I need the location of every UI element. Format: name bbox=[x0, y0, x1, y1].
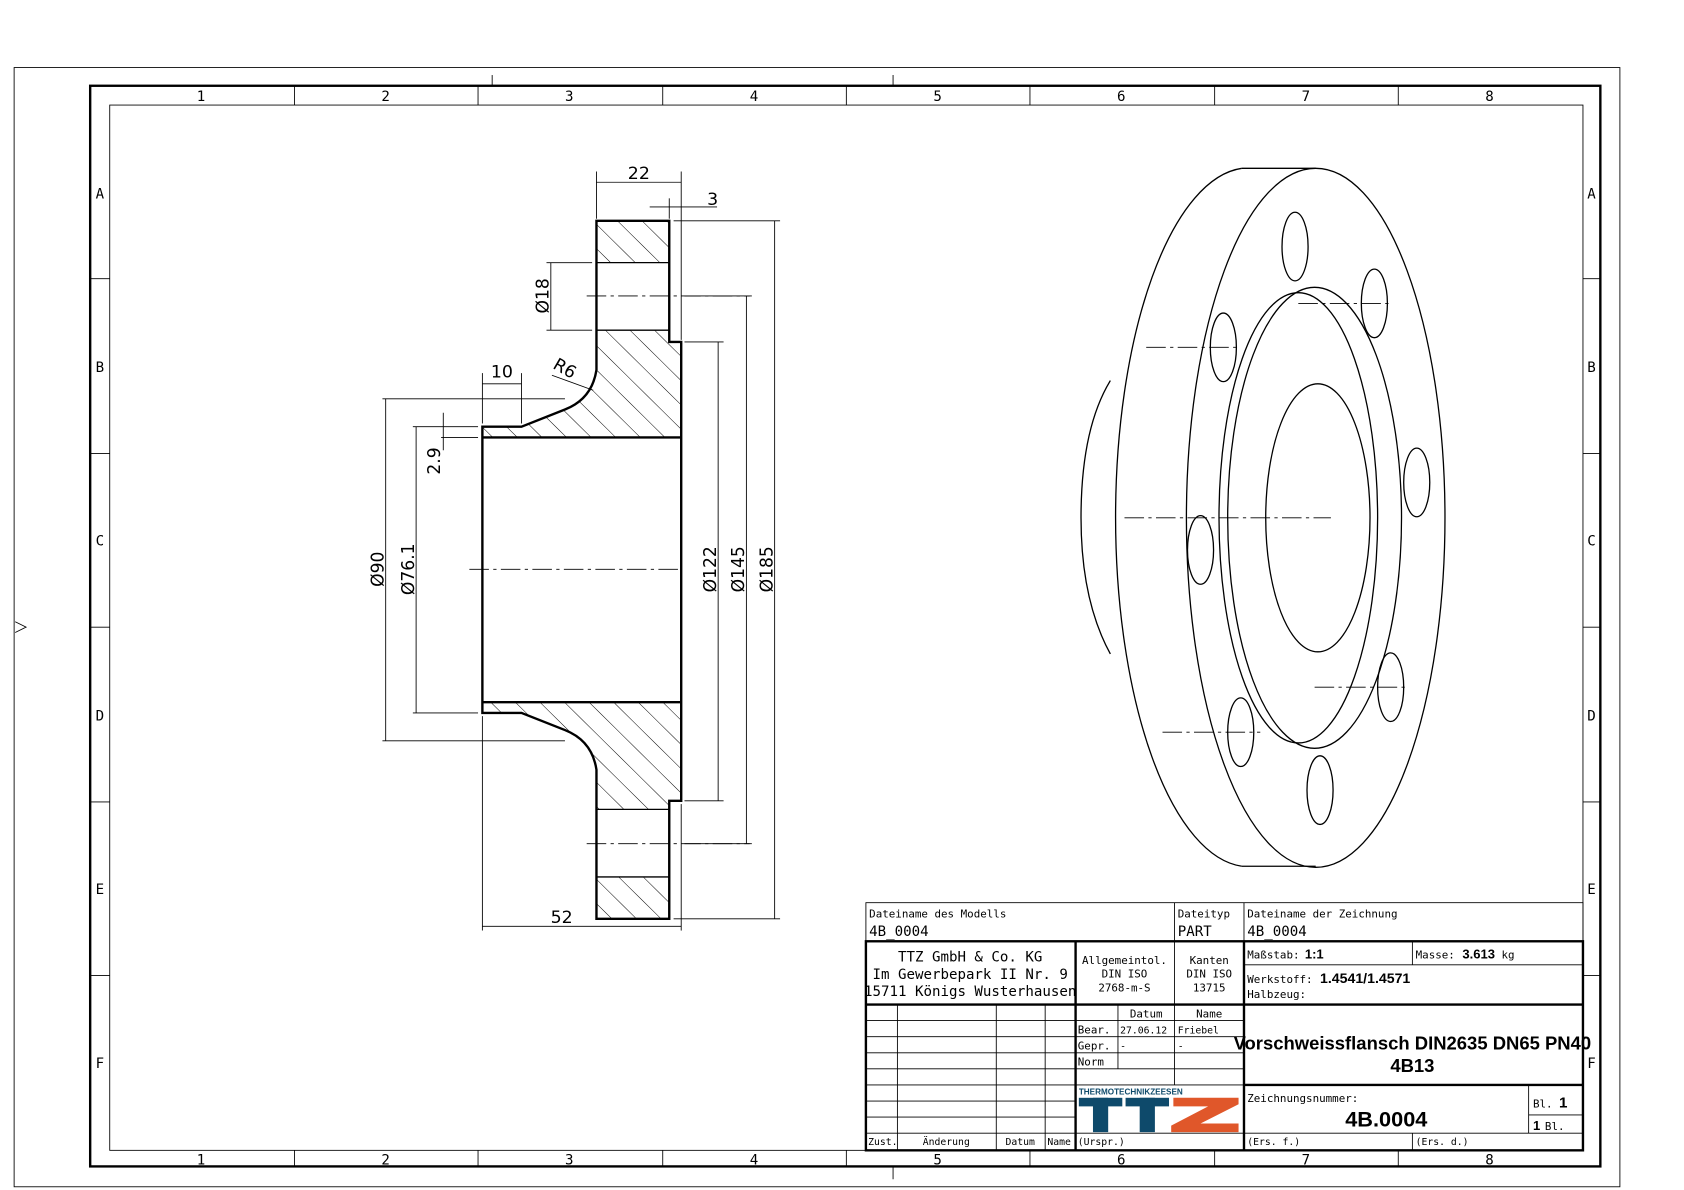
model-file: 4B_0004 bbox=[869, 924, 928, 940]
company-name: TTZ GmbH & Co. KG bbox=[898, 950, 1042, 966]
drawing-file-label: Dateiname der Zeichnung bbox=[1247, 908, 1397, 921]
column-label: 4 bbox=[750, 1152, 759, 1168]
drawing-frame bbox=[13, 67, 1621, 1188]
approval-role: Norm bbox=[1078, 1056, 1104, 1069]
column-label: 3 bbox=[565, 1152, 574, 1168]
dimension-face-122: Ø122 bbox=[701, 546, 721, 592]
column-label: 7 bbox=[1302, 1152, 1311, 1168]
dimension-raised-face-3: 3 bbox=[707, 190, 718, 210]
dimension-outer-185: Ø185 bbox=[757, 546, 777, 592]
file-type-label: Dateityp bbox=[1178, 908, 1230, 921]
material-value: 1.4541/1.4571 bbox=[1320, 970, 1410, 986]
column-label: 1 bbox=[197, 1152, 206, 1168]
flange-isometric-view bbox=[1080, 167, 1446, 868]
row-label: D bbox=[96, 709, 105, 725]
approval-role: Bear. bbox=[1078, 1024, 1111, 1037]
edges-number: 13715 bbox=[1193, 982, 1226, 995]
scale-label: Maßstab: bbox=[1247, 948, 1299, 961]
row-label: E bbox=[1587, 882, 1596, 898]
approval-date: 27.06.12 bbox=[1120, 1026, 1167, 1037]
edges-standard: DIN ISO bbox=[1186, 968, 1232, 981]
semi-finished-label: Halbzeug: bbox=[1247, 988, 1306, 1001]
drawing-file: 4B_0004 bbox=[1247, 924, 1306, 940]
sheet-label: Bl. bbox=[1533, 1098, 1553, 1111]
row-label: C bbox=[96, 534, 105, 550]
dimension-bolt-circle-145: Ø145 bbox=[729, 546, 749, 592]
row-label: F bbox=[96, 1056, 105, 1072]
general-tolerance-standard: DIN ISO bbox=[1102, 968, 1148, 981]
mass-label: Masse: bbox=[1416, 948, 1455, 961]
column-label: 6 bbox=[1117, 89, 1126, 105]
dimension-10: 10 bbox=[491, 362, 513, 382]
column-label: 2 bbox=[381, 1152, 390, 1168]
replaced-by-label: (Ers. d.) bbox=[1416, 1137, 1469, 1148]
general-tolerance: Allgemeintol. bbox=[1082, 954, 1167, 967]
dimension-width-22: 22 bbox=[628, 164, 650, 184]
name-header: Name bbox=[1196, 1007, 1222, 1020]
column-label: 5 bbox=[933, 89, 942, 105]
column-label: 6 bbox=[1117, 1152, 1126, 1168]
approval-role: Gepr. bbox=[1078, 1040, 1111, 1053]
file-type: PART bbox=[1178, 924, 1213, 940]
revision-header-state: Zust. bbox=[868, 1137, 897, 1148]
column-label: 8 bbox=[1485, 1152, 1494, 1168]
general-tolerance-class: 2768-m-S bbox=[1098, 982, 1150, 995]
row-label: A bbox=[1587, 186, 1596, 202]
company-street: Im Gewerbepark II Nr. 9 bbox=[873, 967, 1068, 983]
flange-section-view: 22 3 Ø18 10 R6 2.9 Ø90 Ø76.1 Ø122 Ø145 Ø… bbox=[368, 164, 781, 931]
centering-mark-icon bbox=[15, 621, 28, 633]
row-label: B bbox=[96, 360, 105, 376]
row-label: A bbox=[96, 186, 105, 202]
row-labels: A B C D E F A B C D E F bbox=[96, 186, 1597, 1071]
column-label: 4 bbox=[750, 89, 759, 105]
sheets-label: Bl. bbox=[1545, 1120, 1565, 1133]
edges-label: Kanten bbox=[1190, 954, 1229, 967]
title-block: Dateiname des Modells 4B_0004 Dateityp P… bbox=[864, 902, 1592, 1152]
ttz-logo: THERMOTECHNIKZEESEN bbox=[1078, 1088, 1239, 1133]
revision-header-date: Datum bbox=[1005, 1137, 1035, 1148]
row-label: C bbox=[1587, 534, 1596, 550]
drawing-subtitle: 4B13 bbox=[1390, 1055, 1434, 1076]
logo-text: THERMOTECHNIKZEESEN bbox=[1079, 1088, 1183, 1097]
column-labels-bottom: 1 2 3 4 5 6 7 8 bbox=[197, 1152, 1494, 1168]
origin-label: (Urspr.) bbox=[1078, 1137, 1125, 1148]
column-label: 1 bbox=[197, 89, 206, 105]
model-file-label: Dateiname des Modells bbox=[869, 908, 1006, 921]
column-label: 8 bbox=[1485, 89, 1494, 105]
dimension-length-52: 52 bbox=[551, 908, 573, 928]
mass-value: 3.613 bbox=[1462, 947, 1495, 962]
row-label: D bbox=[1587, 709, 1596, 725]
company-city: 15711 Königs Wusterhausen bbox=[864, 984, 1076, 1000]
drawing-number-label: Zeichnungsnummer: bbox=[1247, 1092, 1358, 1105]
material-label: Werkstoff: bbox=[1247, 973, 1312, 986]
row-label: F bbox=[1587, 1056, 1596, 1072]
scale-value: 1:1 bbox=[1305, 947, 1324, 962]
approval-name: - bbox=[1178, 1042, 1184, 1053]
revision-header-change: Änderung bbox=[923, 1135, 970, 1148]
column-label: 7 bbox=[1302, 89, 1311, 105]
column-labels-top: 1 2 3 4 5 6 7 8 bbox=[197, 89, 1494, 105]
sheets-total: 1 bbox=[1533, 1118, 1540, 1133]
column-label: 3 bbox=[565, 89, 574, 105]
replaces-label: (Ers. f.) bbox=[1247, 1137, 1300, 1148]
mass-unit: kg bbox=[1501, 948, 1514, 961]
date-header: Datum bbox=[1130, 1007, 1163, 1020]
dimension-pipe-76-1: Ø76.1 bbox=[399, 543, 419, 595]
row-label: B bbox=[1587, 360, 1596, 376]
dimension-wall-2-9: 2.9 bbox=[425, 447, 445, 474]
column-label: 2 bbox=[381, 89, 390, 105]
dimension-hole-18: Ø18 bbox=[534, 278, 554, 313]
drawing-title: Vorschweissflansch DIN2635 DN65 PN40 bbox=[1234, 1033, 1592, 1054]
column-label: 5 bbox=[933, 1152, 942, 1168]
drawing-number: 4B.0004 bbox=[1345, 1107, 1427, 1132]
row-label: E bbox=[96, 882, 105, 898]
approval-date: - bbox=[1120, 1042, 1126, 1053]
dimension-hub-90: Ø90 bbox=[368, 552, 388, 587]
sheet-number: 1 bbox=[1559, 1095, 1567, 1112]
revision-header-name: Name bbox=[1047, 1137, 1071, 1148]
approval-name: Friebel bbox=[1178, 1026, 1219, 1037]
dimension-radius-6: R6 bbox=[549, 355, 579, 384]
